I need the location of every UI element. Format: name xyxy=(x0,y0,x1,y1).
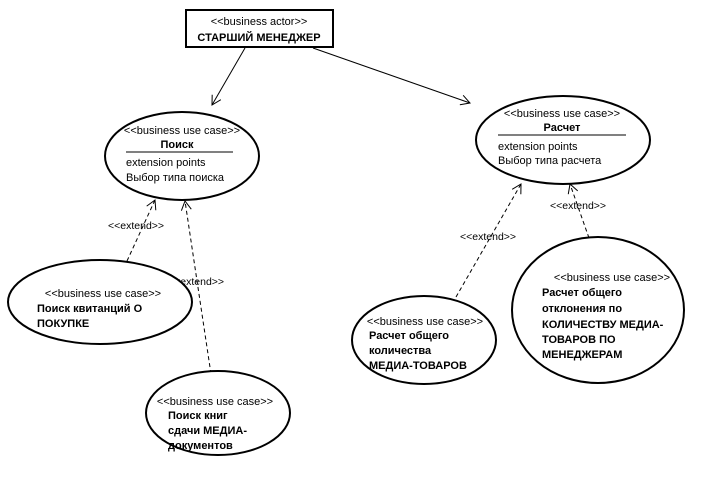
use-case-stereotype: <<business use case>> xyxy=(157,396,273,408)
use-case-poisk-knig[interactable]: <<business use case>> Поиск книг сдачи М… xyxy=(145,370,291,456)
use-case-poisk[interactable]: <<business use case>> Поиск extension po… xyxy=(104,111,260,201)
extend-arrow-poisk-knig xyxy=(180,199,212,375)
use-case-raschet-kolichestva[interactable]: <<business use case>> Расчет общего коли… xyxy=(351,295,497,385)
use-case-stereotype: <<business use case>> xyxy=(124,125,240,137)
use-case-stereotype: <<business use case>> xyxy=(504,108,620,120)
use-case-stereotype: <<business use case>> xyxy=(367,316,483,328)
actor-name: СТАРШИЙ МЕНЕДЖЕР xyxy=(197,31,320,44)
use-case-name-line: Поиск квитанций О xyxy=(37,303,143,315)
use-case-name-line: ТОВАРОВ ПО xyxy=(542,334,616,346)
use-case-name: Расчет xyxy=(544,122,582,134)
association-actor-raschet xyxy=(312,47,471,106)
use-case-name-line: Расчет общего xyxy=(369,330,449,342)
extend-label: <<extend>> xyxy=(460,231,516,243)
extension-points-title: extension points xyxy=(498,141,578,153)
use-case-name-line: МЕНЕДЖЕРАМ xyxy=(542,349,622,361)
extend-arrow-raschet-otkl xyxy=(567,183,590,239)
use-case-raschet[interactable]: <<business use case>> Расчет extension p… xyxy=(475,95,651,185)
use-case-poisk-kvitanciy[interactable]: <<business use case>> Поиск квитанций О … xyxy=(7,259,193,345)
extension-point: Выбор типа поиска xyxy=(126,172,225,184)
use-case-name-line: КОЛИЧЕСТВУ МЕДИА- xyxy=(542,319,664,331)
use-case-name-line: ПОКУПКЕ xyxy=(37,318,89,330)
extension-points-title: extension points xyxy=(126,157,206,169)
use-case-name-line: количества xyxy=(369,345,432,357)
extend-label: <<extend>> xyxy=(550,200,606,212)
use-case-raschet-otkloneniya[interactable]: <<business use case>> Расчет общего откл… xyxy=(511,236,685,384)
extend-label: <<extend>> xyxy=(108,220,164,232)
use-case-name-line: МЕДИА-ТОВАРОВ xyxy=(369,360,467,372)
extend-arrow-raschet-kol xyxy=(455,183,522,298)
use-case-name-line: Поиск книг xyxy=(168,410,228,422)
use-case-stereotype: <<business use case>> xyxy=(554,272,670,284)
use-case-stereotype: <<business use case>> xyxy=(45,288,161,300)
actor-stereotype: <<business actor>> xyxy=(211,16,308,28)
extension-point: Выбор типа расчета xyxy=(498,155,602,167)
association-actor-poisk xyxy=(211,47,246,106)
use-case-name-line: документов xyxy=(168,440,233,452)
actor-senior-manager[interactable]: <<business actor>> СТАРШИЙ МЕНЕДЖЕР xyxy=(185,9,334,48)
use-case-name: Поиск xyxy=(160,139,194,151)
use-case-name-line: Расчет общего xyxy=(542,287,622,299)
use-case-name-line: сдачи МЕДИА- xyxy=(168,425,247,437)
use-case-name-line: отклонения по xyxy=(542,303,622,315)
